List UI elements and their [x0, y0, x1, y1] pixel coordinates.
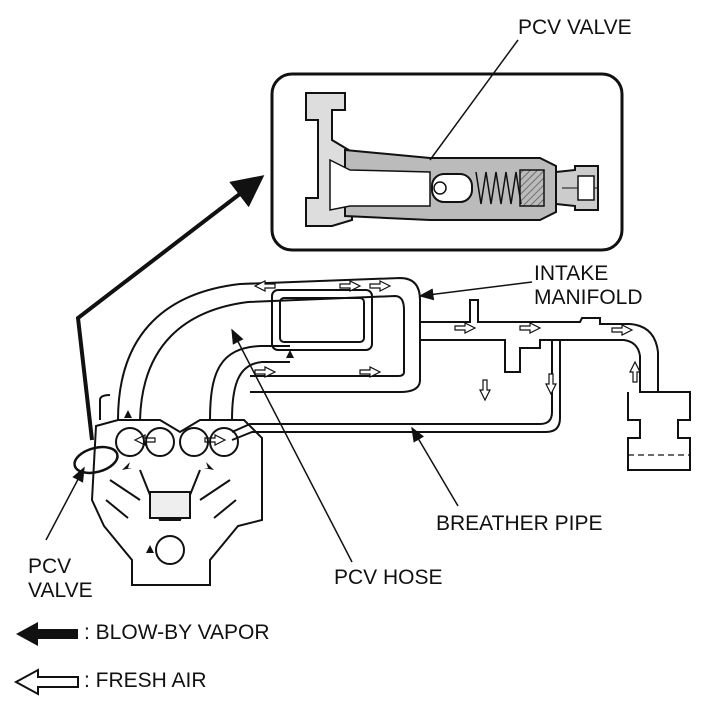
pcv-hose-leader	[231, 328, 353, 563]
pcv-hose-label: PCV HOSE	[334, 566, 443, 589]
intake-manifold-leader	[418, 281, 533, 301]
blow-by-flow-arrows	[122, 350, 294, 553]
pcv-valve-top-leader	[429, 39, 519, 161]
pcv-valve-left-leader	[45, 466, 85, 541]
blow-by-route-arrow	[75, 175, 265, 441]
breather-pipe-label: BREATHER PIPE	[436, 512, 603, 535]
engine-block	[73, 419, 263, 586]
pcv-valve-cross-section	[305, 92, 599, 227]
pcv-valve-top-label: PCV VALVE	[518, 16, 632, 39]
legend-fresh-air-label: : FRESH AIR	[84, 669, 207, 692]
intake-manifold	[99, 276, 691, 471]
legend-solid-arrow-icon	[16, 622, 78, 646]
fresh-air-flow-arrows	[133, 280, 641, 446]
breather-pipe-leader	[411, 426, 459, 507]
legend-open-arrow-icon	[13, 668, 79, 696]
intake-manifold-label: INTAKE MANIFOLD	[534, 262, 643, 309]
legend-blow-by-label: : BLOW-BY VAPOR	[84, 621, 270, 644]
leader-lines	[45, 281, 533, 563]
pcv-valve-inset	[270, 39, 624, 252]
pcv-valve-left-label: PCV VALVE	[28, 555, 93, 602]
